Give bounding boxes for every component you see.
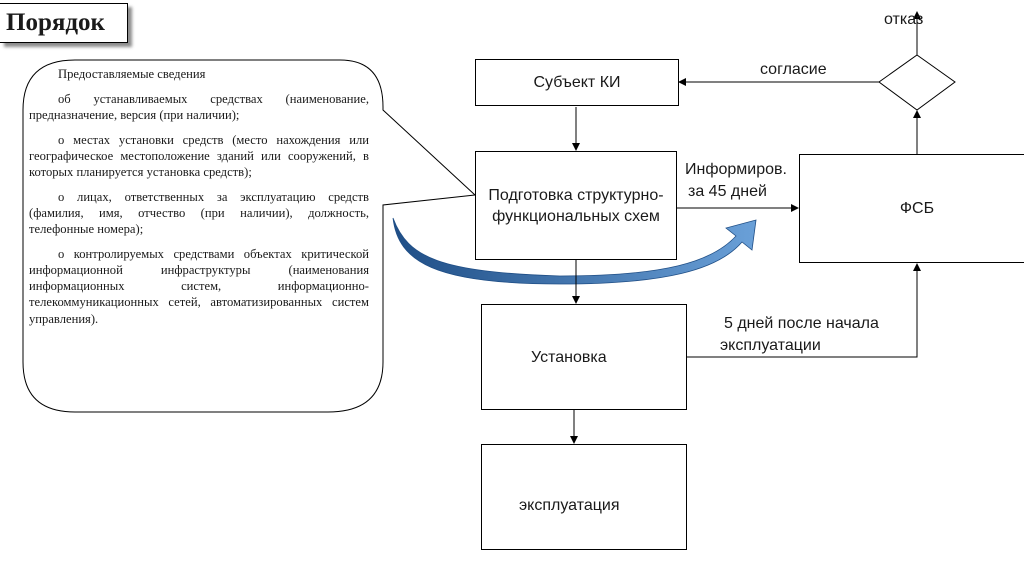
node-prep: Подготовка структурно-функциональных схе… (475, 151, 677, 260)
callout-heading: Предоставляемые сведения (58, 67, 206, 81)
decision-diamond (878, 54, 956, 111)
node-subject: Субъект КИ (475, 59, 679, 106)
node-exploit: эксплуатация (481, 444, 687, 550)
label-inform-line1: Информиров. (685, 161, 787, 178)
node-fsb-label: ФСБ (899, 200, 935, 217)
node-fsb: ФСБ (799, 154, 1024, 263)
callout-text: Предоставляемые сведения об устанавливае… (29, 66, 369, 335)
node-install-label: Установка (531, 348, 607, 366)
callout-item: о лицах, ответственных за эксплуатацию с… (29, 189, 369, 237)
callout-item: об устанавливаемых средствах (наименован… (29, 91, 369, 122)
callout-bubble (22, 59, 477, 413)
label-refusal: отказ (884, 11, 924, 28)
label-inform-line2: за 45 дней (688, 183, 767, 200)
node-exploit-label: эксплуатация (519, 496, 620, 514)
node-subject-label: Субъект КИ (533, 74, 621, 91)
node-prep-label: Подготовка структурно-функциональных схе… (488, 186, 664, 225)
callout-item: о местах установки средств (место нахожд… (29, 132, 369, 180)
page-title: Порядок (0, 3, 128, 43)
label-days5-line2: эксплуатации (720, 337, 821, 354)
node-install: Установка (481, 304, 687, 410)
label-consent: согласие (760, 61, 827, 78)
callout-item: о контролируемых средствами объектах кри… (29, 246, 369, 326)
label-days5-line1: 5 дней после начала (724, 315, 879, 332)
arrow-install-to-fsb (687, 263, 921, 358)
curved-arrow (392, 217, 757, 285)
